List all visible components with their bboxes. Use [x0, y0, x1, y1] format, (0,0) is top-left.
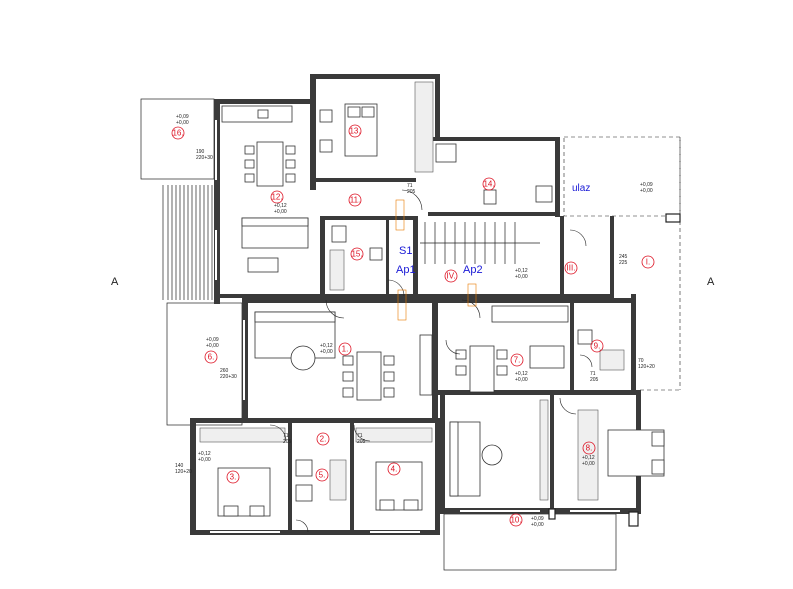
level-1-top: +0,12 [320, 343, 333, 349]
room-iii-label: III. [567, 264, 576, 273]
room-16-label: 16. [172, 129, 183, 138]
level-16-top: +0,09 [176, 114, 189, 120]
room-6-label: 6. [208, 353, 215, 362]
level-8-top: +0,12 [582, 455, 595, 461]
room-12-marker: 12. [270, 190, 284, 204]
room-4-marker: 4. [387, 462, 401, 476]
room-7-marker: 7. [510, 353, 524, 367]
room-12-label: 12. [271, 193, 282, 202]
level-annotations: +0,09 +0,00 +0,12 +0,00 +0,09 +0,00 +0,1… [176, 114, 653, 528]
room-iv-label: IV. [446, 272, 455, 281]
room-2-marker: 2. [316, 432, 330, 446]
section-mark-right: A [707, 276, 715, 288]
room-8-marker: 8. [582, 441, 596, 455]
exterior-stair [162, 185, 213, 300]
doors [269, 189, 593, 533]
apartment-labels: S1 Ap1 Ap2 ulaz [396, 183, 590, 276]
room-4-label: 4. [391, 465, 398, 474]
room-3-label: 3. [230, 473, 237, 482]
room-1-label: 1. [342, 345, 349, 354]
level-ap2-bottom: +0,00 [515, 274, 528, 280]
level-7-top: +0,12 [515, 371, 528, 377]
room-1-marker: 1. [338, 342, 352, 356]
level-10-top: +0,09 [531, 516, 544, 522]
room-11-label: 11. [350, 196, 361, 205]
level-12-bottom: +0,00 [274, 209, 287, 215]
level-10-bottom: +0,00 [531, 522, 544, 528]
room-8-label: 8. [586, 444, 593, 453]
room-i-right-label: I. [646, 258, 650, 267]
room-16-marker: 16. [171, 126, 185, 140]
room-10-label: 10. [510, 516, 521, 525]
apartment-ap2-label: Ap2 [463, 264, 483, 276]
level-16-bottom: +0,00 [176, 120, 189, 126]
room-14-marker: 14. [482, 177, 496, 191]
room-15-label: 15. [351, 250, 362, 259]
room-14-label: 14. [483, 180, 494, 189]
windows [210, 120, 620, 533]
section-marks: A A [111, 276, 715, 288]
level-ap2-top: +0,12 [515, 268, 528, 274]
level-7-bottom: +0,00 [515, 377, 528, 383]
level-6-bottom: +0,00 [206, 343, 219, 349]
room-7-label: 7. [514, 356, 521, 365]
room-13-label: 13. [349, 127, 360, 136]
door-tags [395, 199, 477, 321]
room-3-marker: 3. [226, 470, 240, 484]
furniture [199, 81, 665, 517]
room-9-label: 9. [594, 342, 601, 351]
room-9-marker: 9. [590, 339, 604, 353]
room-2-label: 2. [320, 435, 327, 444]
level-6-top: +0,09 [206, 337, 219, 343]
room-10-marker: 10. [509, 513, 523, 527]
room-iv-marker: IV. [444, 269, 458, 283]
interior-stair [420, 222, 540, 264]
room-13-marker: 13. [348, 124, 362, 138]
entrance-label: ulaz [572, 183, 590, 194]
level-ulaz-bottom: +0,00 [640, 188, 653, 194]
room-iii-marker: III. [564, 261, 578, 275]
level-1-bottom: +0,00 [320, 349, 333, 355]
apartment-s1-label: S1 [399, 245, 412, 257]
room-6-marker: 6. [204, 350, 218, 364]
room-markers: 16. 12. 13. 14. 11. 15. IV. III. I. 6. 1… [171, 124, 655, 527]
room-5-label: 5. [319, 471, 326, 480]
room-11-marker: 11. [348, 193, 362, 207]
room-5-marker: 5. [315, 468, 329, 482]
entry-posts [548, 213, 681, 527]
level-12-top: +0,12 [274, 203, 287, 209]
level-8-bottom: +0,00 [582, 461, 595, 467]
level-3-top: +0,12 [198, 451, 211, 457]
apartment-ap1-label: Ap1 [396, 264, 416, 276]
room-15-marker: 15. [350, 247, 364, 261]
level-ulaz-top: +0,09 [640, 182, 653, 188]
level-3-bottom: +0,00 [198, 457, 211, 463]
section-mark-left: A [111, 276, 119, 288]
room-i-right-marker: I. [641, 255, 655, 269]
